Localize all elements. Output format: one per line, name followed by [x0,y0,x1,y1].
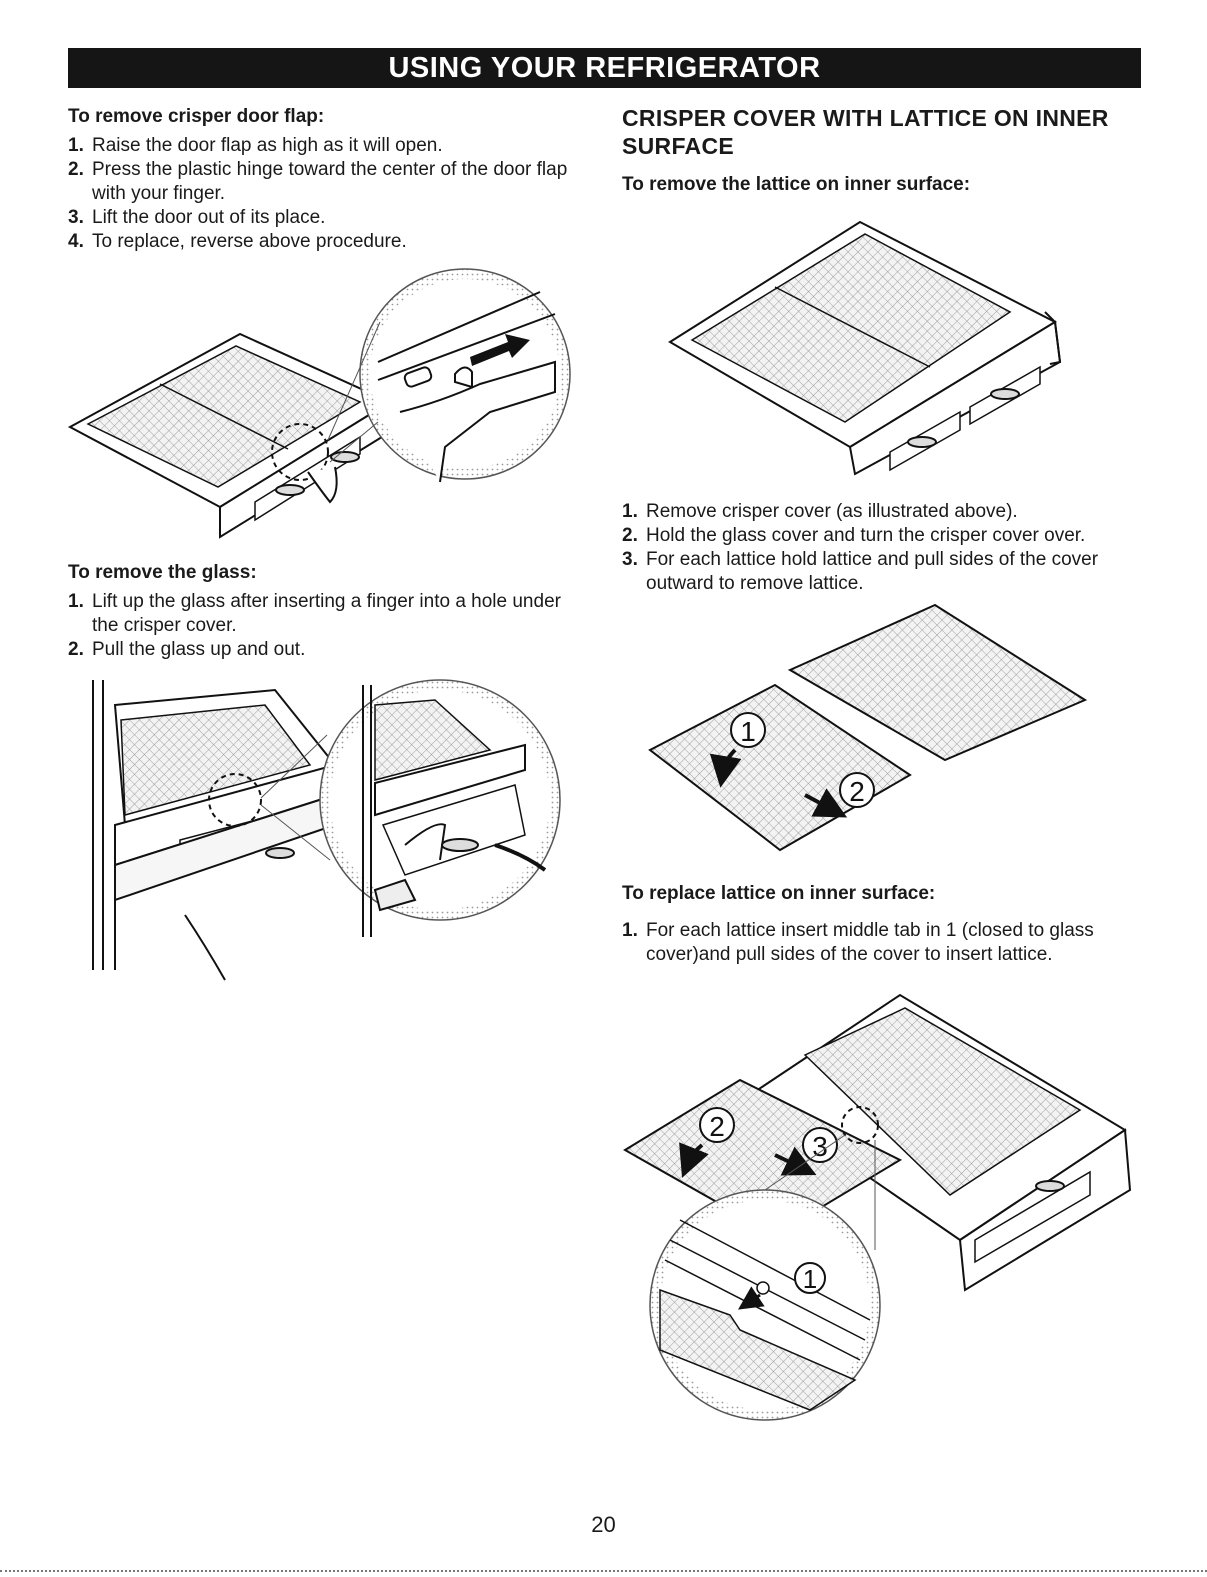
section-banner: USING YOUR REFRIGERATOR [68,48,1141,88]
list-item: 1.For each lattice insert middle tab in … [622,920,1094,965]
callout-2: 2 [849,776,865,807]
list-item: 1.Remove crisper cover (as illustrated a… [622,501,1018,522]
lattice-section: CRISPER COVER WITH LATTICE ON INNER SURF… [622,104,1152,202]
section-title: CRISPER COVER WITH LATTICE ON INNER SURF… [622,105,1109,159]
flap-instructions: To remove crisper door flap: 1.Raise the… [68,106,568,254]
list-item: 2.Hold the glass cover and turn the cris… [622,525,1086,546]
crisper-cover-illustration [668,220,1062,476]
callout-1: 1 [740,716,756,747]
remove-lattice-heading: To remove the lattice on inner surface: [622,174,971,195]
glass-heading: To remove the glass: [68,562,257,583]
callout-2: 2 [709,1111,725,1142]
list-item: 2.Pull the glass up and out. [68,639,306,660]
glass-steps: 1.Lift up the glass after inserting a fi… [68,590,568,662]
list-item: 1.Lift up the glass after inserting a fi… [68,591,561,636]
callout-1: 1 [803,1264,817,1294]
list-item: 3.Lift the door out of its place. [68,207,326,228]
lattice-removal-illustration: 1 2 [648,603,1088,852]
replace-lattice-steps: 1.For each lattice insert middle tab in … [622,919,1152,967]
list-item: 1.Raise the door flap as high as it will… [68,135,443,156]
page-number: 20 [591,1512,616,1537]
list-item: 4.To replace, reverse above procedure. [68,231,407,252]
glass-instructions: To remove the glass: 1.Lift up the glass… [68,562,568,662]
list-item: 3.For each lattice hold lattice and pull… [622,549,1099,594]
crisper-flap-illustration [67,268,571,539]
replace-lattice-instructions: To replace lattice on inner surface: 1.F… [622,883,1152,967]
glass-removal-illustration [92,679,561,981]
flap-steps: 1.Raise the door flap as high as it will… [68,134,568,254]
list-item: 2.Press the plastic hinge toward the cen… [68,159,568,204]
lattice-replace-illustration: 2 3 1 [623,993,1132,1421]
replace-lattice-heading: To replace lattice on inner surface: [622,883,936,904]
page-edge-divider [0,1570,1207,1572]
flap-heading: To remove crisper door flap: [68,106,325,127]
remove-lattice-instructions: 1.Remove crisper cover (as illustrated a… [622,500,1152,596]
callout-3: 3 [812,1131,828,1162]
remove-lattice-steps: 1.Remove crisper cover (as illustrated a… [622,500,1152,596]
